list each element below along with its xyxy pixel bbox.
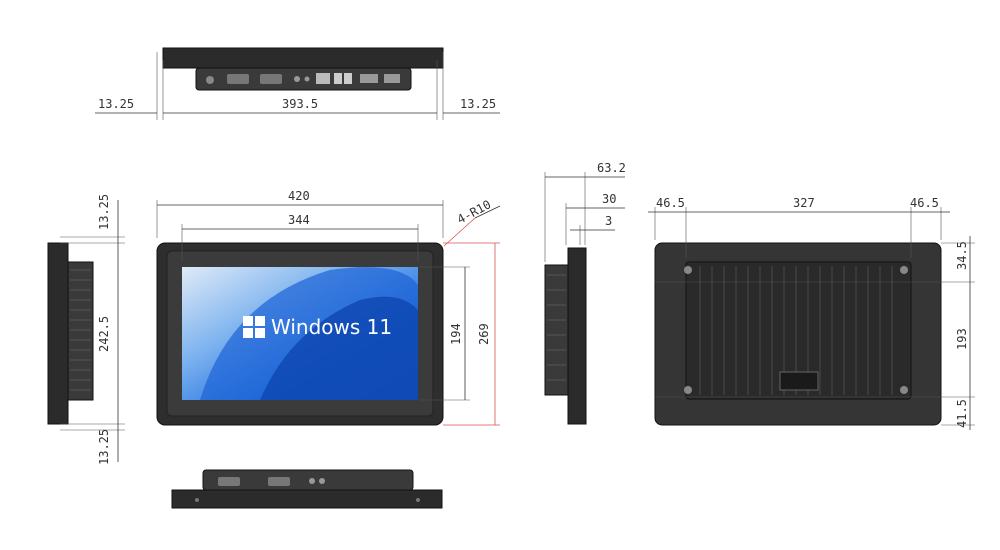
left-side-heatsink: [67, 261, 94, 401]
left-bottom-margin-label: 13.25: [97, 429, 111, 465]
usb-port-icon: [384, 74, 400, 83]
bottom-view: [171, 469, 443, 509]
rear-bottom-offset-label: 41.5: [955, 399, 969, 428]
mount-hole-icon: [684, 266, 692, 274]
bottom-bezel: [171, 489, 443, 509]
front-screen-height-label: 194: [449, 323, 463, 345]
right-side-view: 63.2 30 3: [544, 161, 626, 425]
mount-hole-icon: [900, 266, 908, 274]
left-side-bezel: [47, 242, 69, 425]
wallpaper-bloom: [260, 296, 418, 400]
mount-hole-icon: [900, 386, 908, 394]
rear-top-offset-label: 34.5: [955, 241, 969, 270]
audio-jack-icon: [294, 76, 300, 82]
rear-mount-width-label: 327: [793, 196, 815, 210]
top-left-margin-label: 13.25: [98, 97, 134, 111]
left-side-view: 13.25 242.5 13.25: [47, 194, 125, 465]
top-view-io-housing: [195, 67, 412, 91]
front-screen-width-label: 344: [288, 213, 310, 227]
audio-jack-icon: [309, 478, 315, 484]
usb-port-icon: [344, 73, 352, 84]
serial-port-icon: [227, 74, 249, 84]
front-overall-width-label: 420: [288, 189, 310, 203]
rear-right-offset-label: 46.5: [910, 196, 939, 210]
led-icon: [304, 76, 310, 82]
rear-heatsink: [685, 261, 912, 400]
serial-port-icon: [268, 477, 290, 486]
top-view: 13.25 393.5 13.25: [95, 47, 500, 120]
left-heatsink-fins: [70, 269, 91, 391]
rear-left-offset-label: 46.5: [656, 196, 685, 210]
front-view: Windows 11 420 344 4-R10 194 269: [156, 189, 501, 426]
led-icon: [319, 478, 325, 484]
front-overall-height-label: 269: [477, 323, 491, 345]
ethernet-port-icon: [316, 73, 330, 84]
right-side-heatsink: [544, 264, 569, 396]
power-jack-icon: [206, 76, 214, 84]
serial-port-icon: [218, 477, 240, 486]
right-heatsink-fins: [547, 274, 566, 381]
rear-view: 46.5 327 46.5 34.5 193 41.5: [648, 196, 975, 430]
screw-icon: [416, 498, 420, 502]
os-logo-text: Windows 11: [271, 315, 392, 339]
right-bezel-label: 3: [605, 214, 612, 228]
left-top-margin-label: 13.25: [97, 194, 111, 230]
right-side-bezel: [567, 247, 587, 425]
serial-port-icon: [260, 74, 282, 84]
right-depth-body-label: 30: [602, 192, 616, 206]
corner-radius-label: 4-R10: [455, 197, 493, 226]
right-depth-total-label: 63.2: [597, 161, 626, 175]
hdmi-port-icon: [360, 74, 378, 83]
screw-icon: [195, 498, 199, 502]
usb-port-icon: [334, 73, 342, 84]
left-height-label: 242.5: [97, 316, 111, 352]
windows-logo-icon: [243, 316, 265, 338]
top-view-bezel: [162, 47, 444, 69]
top-right-margin-label: 13.25: [460, 97, 496, 111]
mount-hole-icon: [684, 386, 692, 394]
rear-label-plate: [779, 371, 819, 391]
top-width-label: 393.5: [282, 97, 318, 111]
rear-mount-height-label: 193: [955, 328, 969, 350]
